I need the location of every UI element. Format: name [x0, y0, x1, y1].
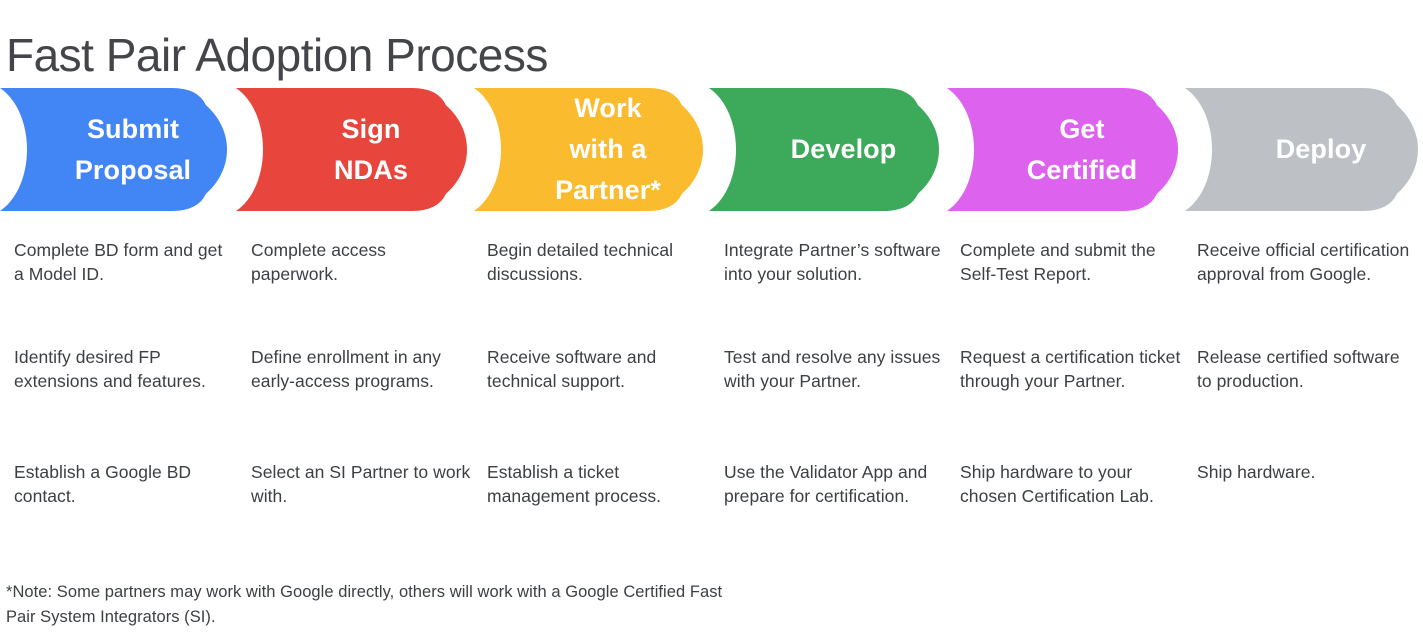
- stage-detail-item: Integrate Partner’s software into your s…: [724, 238, 946, 286]
- stage-detail-text: Complete and submit the Self-Test Report…: [960, 240, 1156, 284]
- stage-detail-item: Identify desired FP extensions and featu…: [14, 345, 236, 393]
- stage-detail-text: Use the Validator App and prepare for ce…: [724, 462, 928, 506]
- stage-detail-text: Establish a Google BD contact.: [14, 462, 192, 506]
- stage-detail-item: Receive official certification approval …: [1197, 238, 1415, 286]
- process-stage-band: Submit Proposal Sign NDAs Work with a Part…: [0, 88, 1423, 211]
- stage-detail-item: Release certified software to production…: [1197, 345, 1415, 393]
- process-stage-1[interactable]: Submit Proposal: [0, 88, 232, 211]
- stage-detail-item: Complete BD form and get a Model ID.: [14, 238, 236, 286]
- stage-detail-item: Complete access paperwork.: [251, 238, 473, 286]
- process-stage-label: Get Certified: [1026, 113, 1138, 185]
- process-stage-label: Submit Proposal: [74, 113, 192, 185]
- process-stage-label: Work with a Partner*: [555, 93, 661, 205]
- process-stage-3[interactable]: Work with a Partner*: [474, 88, 708, 211]
- process-stage-2[interactable]: Sign NDAs: [236, 88, 472, 211]
- stage-detail-columns: Complete BD form and get a Model ID. Iden…: [0, 238, 1423, 568]
- process-stage-4[interactable]: Develop: [709, 88, 944, 211]
- process-stage-label: Deploy: [1275, 134, 1367, 164]
- process-stage-label: Sign NDAs: [334, 113, 408, 185]
- stage-shape: [709, 88, 939, 211]
- stage-detail-text: Complete BD form and get a Model ID.: [14, 240, 223, 284]
- stage-detail-text: Complete access paperwork.: [251, 240, 386, 284]
- stage-detail-item: Test and resolve any issues with your Pa…: [724, 345, 946, 393]
- stage-detail-text: Identify desired FP extensions and featu…: [14, 347, 206, 391]
- stage-detail-item: Select an SI Partner to work with.: [251, 460, 473, 508]
- stage-detail-item: Establish a ticket management process.: [487, 460, 713, 508]
- stage-detail-item: Request a certification ticket through y…: [960, 345, 1182, 393]
- process-stage-5[interactable]: Get Certified: [947, 88, 1183, 211]
- stage-detail-text: Define enrollment in any early-access pr…: [251, 347, 441, 391]
- stage-detail-text: Receive software and technical support.: [487, 347, 657, 391]
- stage-detail-item: Ship hardware.: [1197, 460, 1415, 484]
- stage-shape: [474, 88, 703, 211]
- page-title: Fast Pair Adoption Process: [6, 28, 548, 81]
- stage-shape: [0, 88, 227, 211]
- stage-detail-text: Request a certification ticket through y…: [960, 347, 1181, 391]
- stage-detail-item: Complete and submit the Self-Test Report…: [960, 238, 1182, 286]
- stage-detail-item: Use the Validator App and prepare for ce…: [724, 460, 946, 508]
- stage-shape: [236, 88, 467, 211]
- stage-detail-text: Integrate Partner’s software into your s…: [724, 240, 941, 284]
- stage-detail-item: Begin detailed technical discussions.: [487, 238, 713, 286]
- stage-detail-text: Select an SI Partner to work with.: [251, 462, 471, 506]
- stage-detail-text: Ship hardware.: [1197, 462, 1316, 482]
- stage-detail-text: Test and resolve any issues with your Pa…: [724, 347, 941, 391]
- stage-detail-text: Ship hardware to your chosen Certificati…: [960, 462, 1154, 506]
- stage-detail-item: Receive software and technical support.: [487, 345, 713, 393]
- footnote-note: *Note: Some partners may work with Googl…: [6, 583, 723, 626]
- stage-shape: [1185, 88, 1418, 211]
- stage-detail-item: Establish a Google BD contact.: [14, 460, 236, 508]
- stage-detail-text: Receive official certification approval …: [1197, 240, 1410, 284]
- stage-detail-text: Establish a ticket management process.: [487, 462, 662, 506]
- process-stage-label: Develop: [790, 134, 897, 164]
- process-stage-6[interactable]: Deploy: [1185, 88, 1423, 211]
- stage-detail-text: Begin detailed technical discussions.: [487, 240, 674, 284]
- stage-detail-item: Ship hardware to your chosen Certificati…: [960, 460, 1182, 508]
- stage-detail-text: Release certified software to production…: [1197, 347, 1400, 391]
- stage-shape: [947, 88, 1178, 211]
- stage-detail-item: Define enrollment in any early-access pr…: [251, 345, 473, 393]
